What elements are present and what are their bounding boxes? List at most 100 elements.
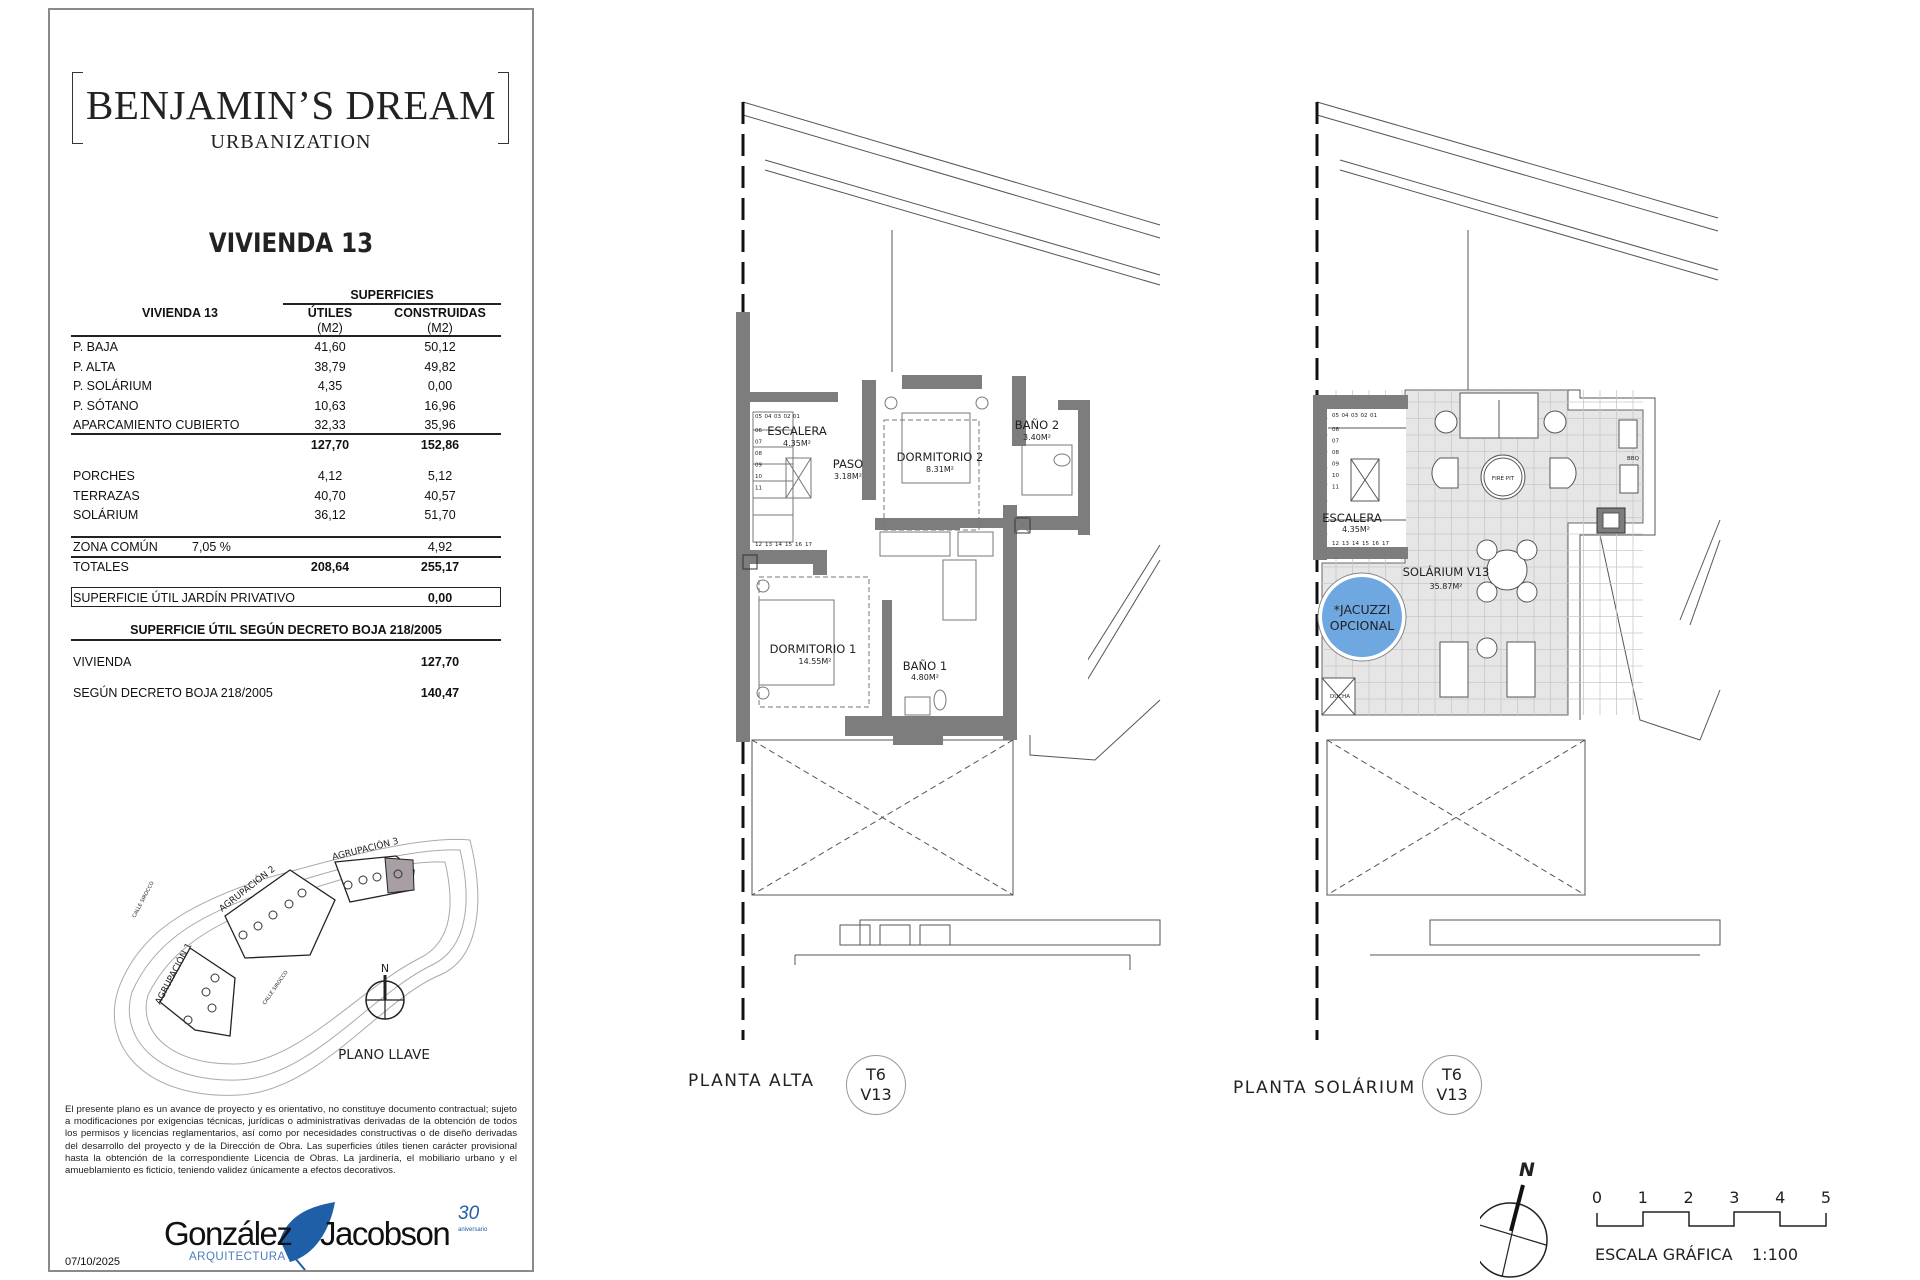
divider bbox=[71, 433, 501, 435]
room-dormitorio1-area: 14.55M² bbox=[798, 657, 831, 666]
subtotal-construidas: 152,86 bbox=[420, 438, 460, 452]
stair-step-number: 14 bbox=[1352, 541, 1359, 547]
stair-step-number: 13 bbox=[765, 542, 772, 548]
zona-comun-label: ZONA COMÚN bbox=[73, 540, 158, 554]
table-row-exterior-label: SOLÁRIUM bbox=[73, 508, 139, 523]
stair-step-number: 17 bbox=[1382, 541, 1389, 547]
stair-step-number: 11 bbox=[1332, 485, 1339, 491]
unit-tag-solarium: T6 V13 bbox=[1422, 1055, 1482, 1115]
room-escalera-area: 4.35M² bbox=[1342, 525, 1370, 534]
key-north-label: N bbox=[381, 962, 389, 975]
bbq-label: BBQ bbox=[1627, 456, 1640, 462]
table-row-utiles: 4,35 bbox=[317, 379, 343, 394]
date: 07/10/2025 bbox=[65, 1256, 121, 1268]
scale-tick-label: 3 bbox=[1729, 1188, 1739, 1207]
boja-vivienda-value: 127,70 bbox=[420, 655, 460, 669]
jacuzzi-label-1: *JACUZZI bbox=[1334, 602, 1391, 617]
jacuzzi-label-2: OPCIONAL bbox=[1330, 618, 1395, 633]
col-construidas: CONSTRUIDAS bbox=[394, 306, 486, 320]
table-row-label: APARCAMIENTO CUBIERTO bbox=[73, 418, 240, 433]
room-escalera-area: 4.35M² bbox=[783, 439, 811, 448]
room-solarium-name: SOLÁRIUM V13 bbox=[1403, 564, 1490, 579]
divider bbox=[71, 335, 501, 337]
boja-header: SUPERFICIE ÚTIL SEGÚN DECRETO BOJA 218/2… bbox=[130, 623, 442, 637]
stair-step-number: 10 bbox=[1332, 473, 1339, 479]
col-unit: (M2) bbox=[317, 321, 343, 335]
scale-bar bbox=[1596, 1211, 1827, 1227]
logo-name-right: Jacobson bbox=[320, 1215, 451, 1252]
stair-step-number: 09 bbox=[1332, 462, 1339, 468]
table-row-exterior-utiles: 4,12 bbox=[317, 469, 343, 483]
subtotal-utiles: 127,70 bbox=[310, 438, 350, 452]
table-row-utiles: 38,79 bbox=[314, 359, 346, 374]
stair-step-number: 08 bbox=[1332, 450, 1339, 456]
title-bracket-right bbox=[498, 72, 509, 144]
table-row-construidas: 50,12 bbox=[424, 340, 456, 354]
north-arrow-icon bbox=[1480, 1184, 1548, 1278]
north-label: N bbox=[1519, 1160, 1535, 1181]
table-row-exterior-label: PORCHES bbox=[73, 469, 135, 483]
stair-step-number: 07 bbox=[755, 440, 762, 446]
room-bano2-area: 3.40M² bbox=[1023, 433, 1051, 442]
table-row-exterior-construidas: 40,57 bbox=[424, 488, 456, 503]
col-unit: (M2) bbox=[427, 321, 453, 335]
stair-step-number: 04 bbox=[765, 414, 772, 420]
room-dormitorio2-area: 8.31M² bbox=[926, 465, 954, 474]
scale-tick-label: 1 bbox=[1638, 1188, 1648, 1207]
room-paso-area: 3.18M² bbox=[834, 472, 862, 481]
boja-decreto-value: 140,47 bbox=[420, 686, 460, 700]
room-escalera-name: ESCALERA bbox=[767, 424, 827, 438]
divider bbox=[71, 536, 501, 538]
stair-step-number: 06 bbox=[1332, 427, 1339, 433]
stair-step-number: 10 bbox=[755, 474, 762, 480]
totales-label: TOTALES bbox=[73, 560, 129, 574]
table-row-label: P. ALTA bbox=[73, 359, 116, 374]
table-row-exterior-utiles: 36,12 bbox=[314, 508, 346, 523]
unit-number: V13 bbox=[860, 1085, 892, 1104]
room-bano1-area: 4.80M² bbox=[911, 673, 939, 682]
stair-step-number: 07 bbox=[1332, 439, 1339, 445]
key-plan-label: PLANO LLAVE bbox=[338, 1047, 430, 1063]
table-row-utiles: 10,63 bbox=[314, 398, 346, 413]
stair-step-number: 02 bbox=[1361, 413, 1368, 419]
room-bano2-name: BAÑO 2 bbox=[1015, 417, 1059, 432]
stair-step-number: 09 bbox=[755, 463, 762, 469]
table-row-label: P. SOLÁRIUM bbox=[73, 379, 152, 394]
table-row-utiles: 41,60 bbox=[314, 340, 346, 354]
logo-sub: ARQUITECTURA bbox=[189, 1251, 286, 1263]
walls bbox=[736, 312, 1090, 745]
room-dormitorio1-name: DORMITORIO 1 bbox=[770, 642, 857, 656]
disclaimer: El presente plano es un avance de proyec… bbox=[65, 1104, 517, 1177]
room-escalera-name: ESCALERA bbox=[1322, 511, 1382, 525]
stair-step-number: 05 bbox=[755, 414, 762, 420]
scale-tick-label: 5 bbox=[1821, 1188, 1831, 1207]
zona-comun-percent: 7,05 % bbox=[192, 540, 231, 554]
logo-anniversary-word: aniversario bbox=[458, 1227, 488, 1233]
divider bbox=[283, 303, 501, 305]
table-row-construidas: 35,96 bbox=[424, 418, 456, 433]
stair-step-number: 06 bbox=[755, 428, 762, 434]
stair-step-number: 01 bbox=[793, 414, 800, 420]
boja-decreto-label: SEGÚN DECRETO BOJA 218/2005 bbox=[73, 686, 273, 700]
scale-tick-label: 0 bbox=[1592, 1188, 1602, 1207]
stair-step-number: 11 bbox=[755, 486, 762, 492]
title-bracket-left bbox=[72, 72, 83, 144]
table-row-exterior-utiles: 40,70 bbox=[314, 488, 346, 503]
stair-step-number: 16 bbox=[795, 542, 802, 548]
stair-step-number: 12 bbox=[755, 542, 762, 548]
scale-label: ESCALA GRÁFICA bbox=[1595, 1245, 1733, 1264]
stair-step-number: 15 bbox=[785, 542, 792, 548]
logo-name-left: González bbox=[164, 1215, 293, 1252]
unit-type: T6 bbox=[866, 1065, 886, 1084]
table-row-exterior-construidas: 5,12 bbox=[427, 469, 453, 483]
col-utiles: ÚTILES bbox=[307, 306, 353, 320]
stair-step-number: 16 bbox=[1372, 541, 1379, 547]
jardin-label: SUPERFICIE ÚTIL JARDÍN PRIVATIVO bbox=[73, 591, 296, 605]
table-group-header: SUPERFICIES bbox=[350, 288, 434, 302]
table-row-construidas: 0,00 bbox=[427, 379, 453, 394]
room-paso-name: PASO bbox=[833, 457, 863, 471]
unit-number: V13 bbox=[1436, 1085, 1468, 1104]
